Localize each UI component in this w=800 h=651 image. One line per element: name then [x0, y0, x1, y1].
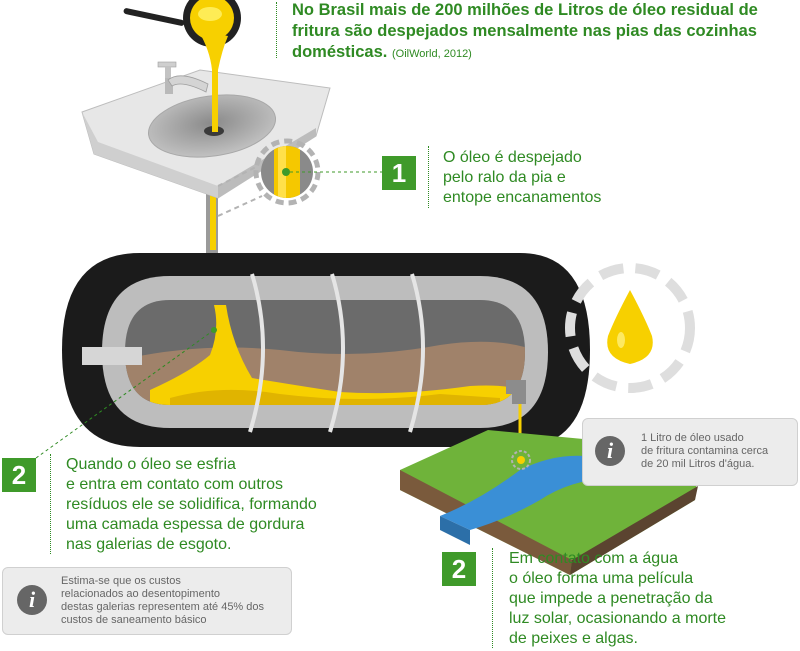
- info-icon: i: [17, 585, 47, 615]
- info-box-water: i 1 Litro de óleo usado de fritura conta…: [582, 418, 798, 486]
- info-line: destas galerias representem até 45% dos: [61, 601, 265, 613]
- step-3-line: que impede a penetração da: [509, 590, 713, 607]
- step-2-badge: 2: [2, 458, 36, 492]
- step-2-line: resíduos ele se solidifica, formando: [66, 496, 317, 513]
- step-3-line: de peixes e algas.: [509, 630, 638, 647]
- step-3-line: Em contato com a água: [509, 550, 678, 567]
- info-line: Estima-se que os custos: [61, 575, 181, 587]
- step-1-badge: 1: [382, 156, 416, 190]
- info-line: 1 Litro de óleo usado: [641, 432, 744, 444]
- info-line: de 20 mil Litros d'água.: [641, 458, 755, 470]
- headline-text: No Brasil mais de 200 milhões de Litros …: [292, 1, 758, 61]
- headline-divider: [276, 2, 277, 58]
- sewer-gallery: [62, 253, 590, 452]
- headline: No Brasil mais de 200 milhões de Litros …: [292, 0, 792, 65]
- info-line: de fritura contamina cerca: [641, 445, 769, 457]
- info-icon: i: [595, 436, 625, 466]
- oil-drop-icon: [565, 263, 695, 393]
- headline-source: (OilWorld, 2012): [391, 48, 472, 60]
- step-1-divider: [428, 146, 429, 208]
- step-2-text: Quando o óleo se esfria e entra em conta…: [66, 455, 386, 555]
- pipe-zoom-magnifier: [217, 138, 382, 217]
- step-3-line: o óleo forma uma película: [509, 570, 694, 587]
- step-2-line: uma camada espessa de gordura: [66, 516, 305, 533]
- info-box-costs-text: Estima-se que os custos relacionados ao …: [61, 575, 287, 627]
- info-box-costs: i Estima-se que os custos relacionados a…: [2, 567, 292, 635]
- step-1-line: entope encanamentos: [443, 189, 602, 206]
- info-line: custos de saneamento básico: [61, 614, 207, 626]
- info-box-water-text: 1 Litro de óleo usado de fritura contami…: [641, 432, 791, 471]
- info-line: relacionados ao desentopimento: [61, 588, 221, 600]
- step-1-text: O óleo é despejado pelo ralo da pia e en…: [443, 148, 683, 208]
- step-3-line: luz solar, ocasionando a morte: [509, 610, 727, 627]
- step-2-divider: [50, 454, 51, 554]
- step-1-line: O óleo é despejado: [443, 149, 582, 166]
- frying-pan: [123, 0, 241, 47]
- step-3-divider: [492, 548, 493, 648]
- step-2-line: Quando o óleo se esfria: [66, 456, 236, 473]
- step-2-line: e entra em contato com outros: [66, 476, 283, 493]
- step-3-text: Em contato com a água o óleo forma uma p…: [509, 549, 799, 649]
- step-3-badge: 2: [442, 552, 476, 586]
- step-1-line: pelo ralo da pia e: [443, 169, 566, 186]
- faucet-icon: [157, 61, 209, 94]
- step-2-line: nas galerias de esgoto.: [66, 536, 232, 553]
- oil-stream: [198, 30, 228, 132]
